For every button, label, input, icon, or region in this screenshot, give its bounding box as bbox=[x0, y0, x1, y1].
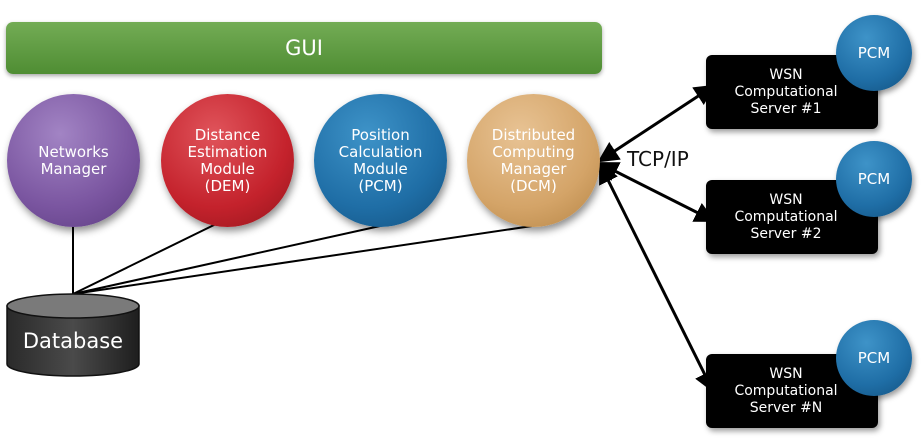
arrow-dcm-server-2 bbox=[597, 162, 716, 222]
wsn-server-1-pcm-badge: PCM bbox=[836, 15, 912, 91]
wsn-server-2-label: WSN Computational Server #2 bbox=[734, 191, 838, 242]
networks-manager-node: Networks Manager bbox=[7, 94, 140, 227]
wsn-server-2-pcm-badge: PCM bbox=[836, 141, 912, 217]
networks-manager-label: Networks Manager bbox=[38, 142, 109, 178]
tcp-ip-label: TCP/IP bbox=[627, 147, 689, 171]
arrow-dcm-server-n bbox=[599, 162, 714, 393]
arrow-dcm-server-1 bbox=[597, 84, 716, 163]
wsn-server-1-label: WSN Computational Server #1 bbox=[734, 66, 838, 117]
wsn-server-n-label: WSN Computational Server #N bbox=[734, 365, 838, 416]
wsn-server-n-pcm-label: PCM bbox=[857, 349, 891, 367]
wsn-server-n-pcm-badge: PCM bbox=[836, 320, 912, 396]
distributed-computing-manager-node: Distributed Computing Manager (DCM) bbox=[467, 94, 600, 227]
connector-dem-database bbox=[72, 223, 217, 295]
position-calculation-module-node: Position Calculation Module (PCM) bbox=[314, 94, 447, 227]
gui-bar: GUI bbox=[6, 22, 602, 74]
database-cylinder-icon bbox=[6, 293, 140, 377]
database-label: Database bbox=[22, 329, 124, 353]
connector-dcm-database bbox=[72, 225, 533, 295]
distance-estimation-module-node: Distance Estimation Module (DEM) bbox=[161, 94, 294, 227]
wsn-server-1-pcm-label: PCM bbox=[857, 44, 891, 62]
gui-label: GUI bbox=[285, 36, 323, 60]
wsn-server-2-pcm-label: PCM bbox=[857, 170, 891, 188]
position-calculation-module-label: Position Calculation Module (PCM) bbox=[338, 125, 423, 195]
connector-pcm-database bbox=[72, 225, 381, 295]
distributed-computing-manager-label: Distributed Computing Manager (DCM) bbox=[491, 125, 576, 195]
distance-estimation-module-label: Distance Estimation Module (DEM) bbox=[187, 125, 268, 195]
